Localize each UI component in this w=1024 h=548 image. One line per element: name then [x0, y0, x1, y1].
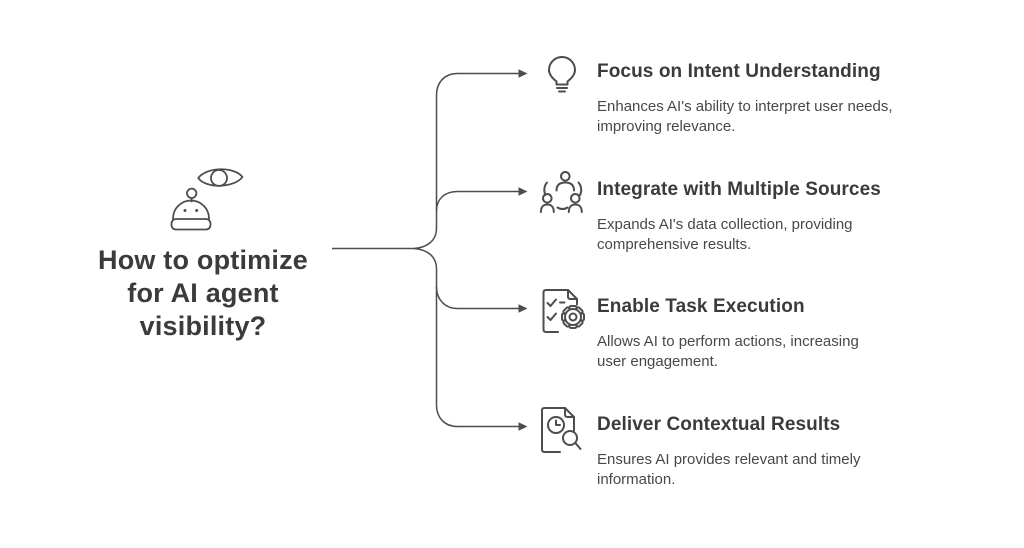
arrowhead-4 — [518, 422, 528, 431]
branch-title: Integrate with Multiple Sources — [597, 179, 881, 200]
branch-multiple-sources: Integrate with Multiple Sources Expands … — [540, 168, 940, 280]
branch-title: Enable Task Execution — [597, 296, 805, 317]
branch-line-4 — [413, 247, 519, 428]
team-network-icon — [540, 171, 583, 213]
arrowhead-1 — [518, 69, 528, 78]
branch-title: Focus on Intent Understanding — [597, 61, 881, 82]
branch-description: Allows AI to perform actions, increasing… — [597, 333, 859, 370]
branch-intent-understanding: Focus on Intent Understanding Enhances A… — [540, 50, 940, 162]
branch-line-2 — [435, 190, 519, 212]
branch-description: Enhances AI's ability to interpret user … — [597, 98, 893, 135]
central-question-line: How to optimize — [98, 245, 308, 275]
arrowhead-2 — [518, 187, 528, 196]
branch-line-3 — [435, 286, 519, 310]
branch-title: Deliver Contextual Results — [597, 414, 841, 435]
arrowhead-3 — [518, 304, 528, 313]
branch-description: Ensures AI provides relevant and timely … — [597, 451, 861, 488]
robot-eye-icon — [170, 168, 244, 231]
central-question-line: for AI agent — [127, 278, 279, 308]
central-question-line: visibility? — [139, 311, 267, 341]
branch-line-1 — [413, 72, 519, 250]
branch-task-execution: Enable Task Execution Allows AI to perfo… — [540, 285, 940, 397]
branch-description: Expands AI's data collection, providing … — [597, 216, 853, 253]
task-checklist-gear-icon — [542, 289, 585, 333]
branch-contextual-results: Deliver Contextual Results Ensures AI pr… — [540, 403, 940, 515]
lightbulb-icon — [548, 56, 576, 93]
document-clock-search-icon — [541, 407, 582, 453]
central-question: How to optimize for AI agent visibility? — [88, 244, 318, 343]
